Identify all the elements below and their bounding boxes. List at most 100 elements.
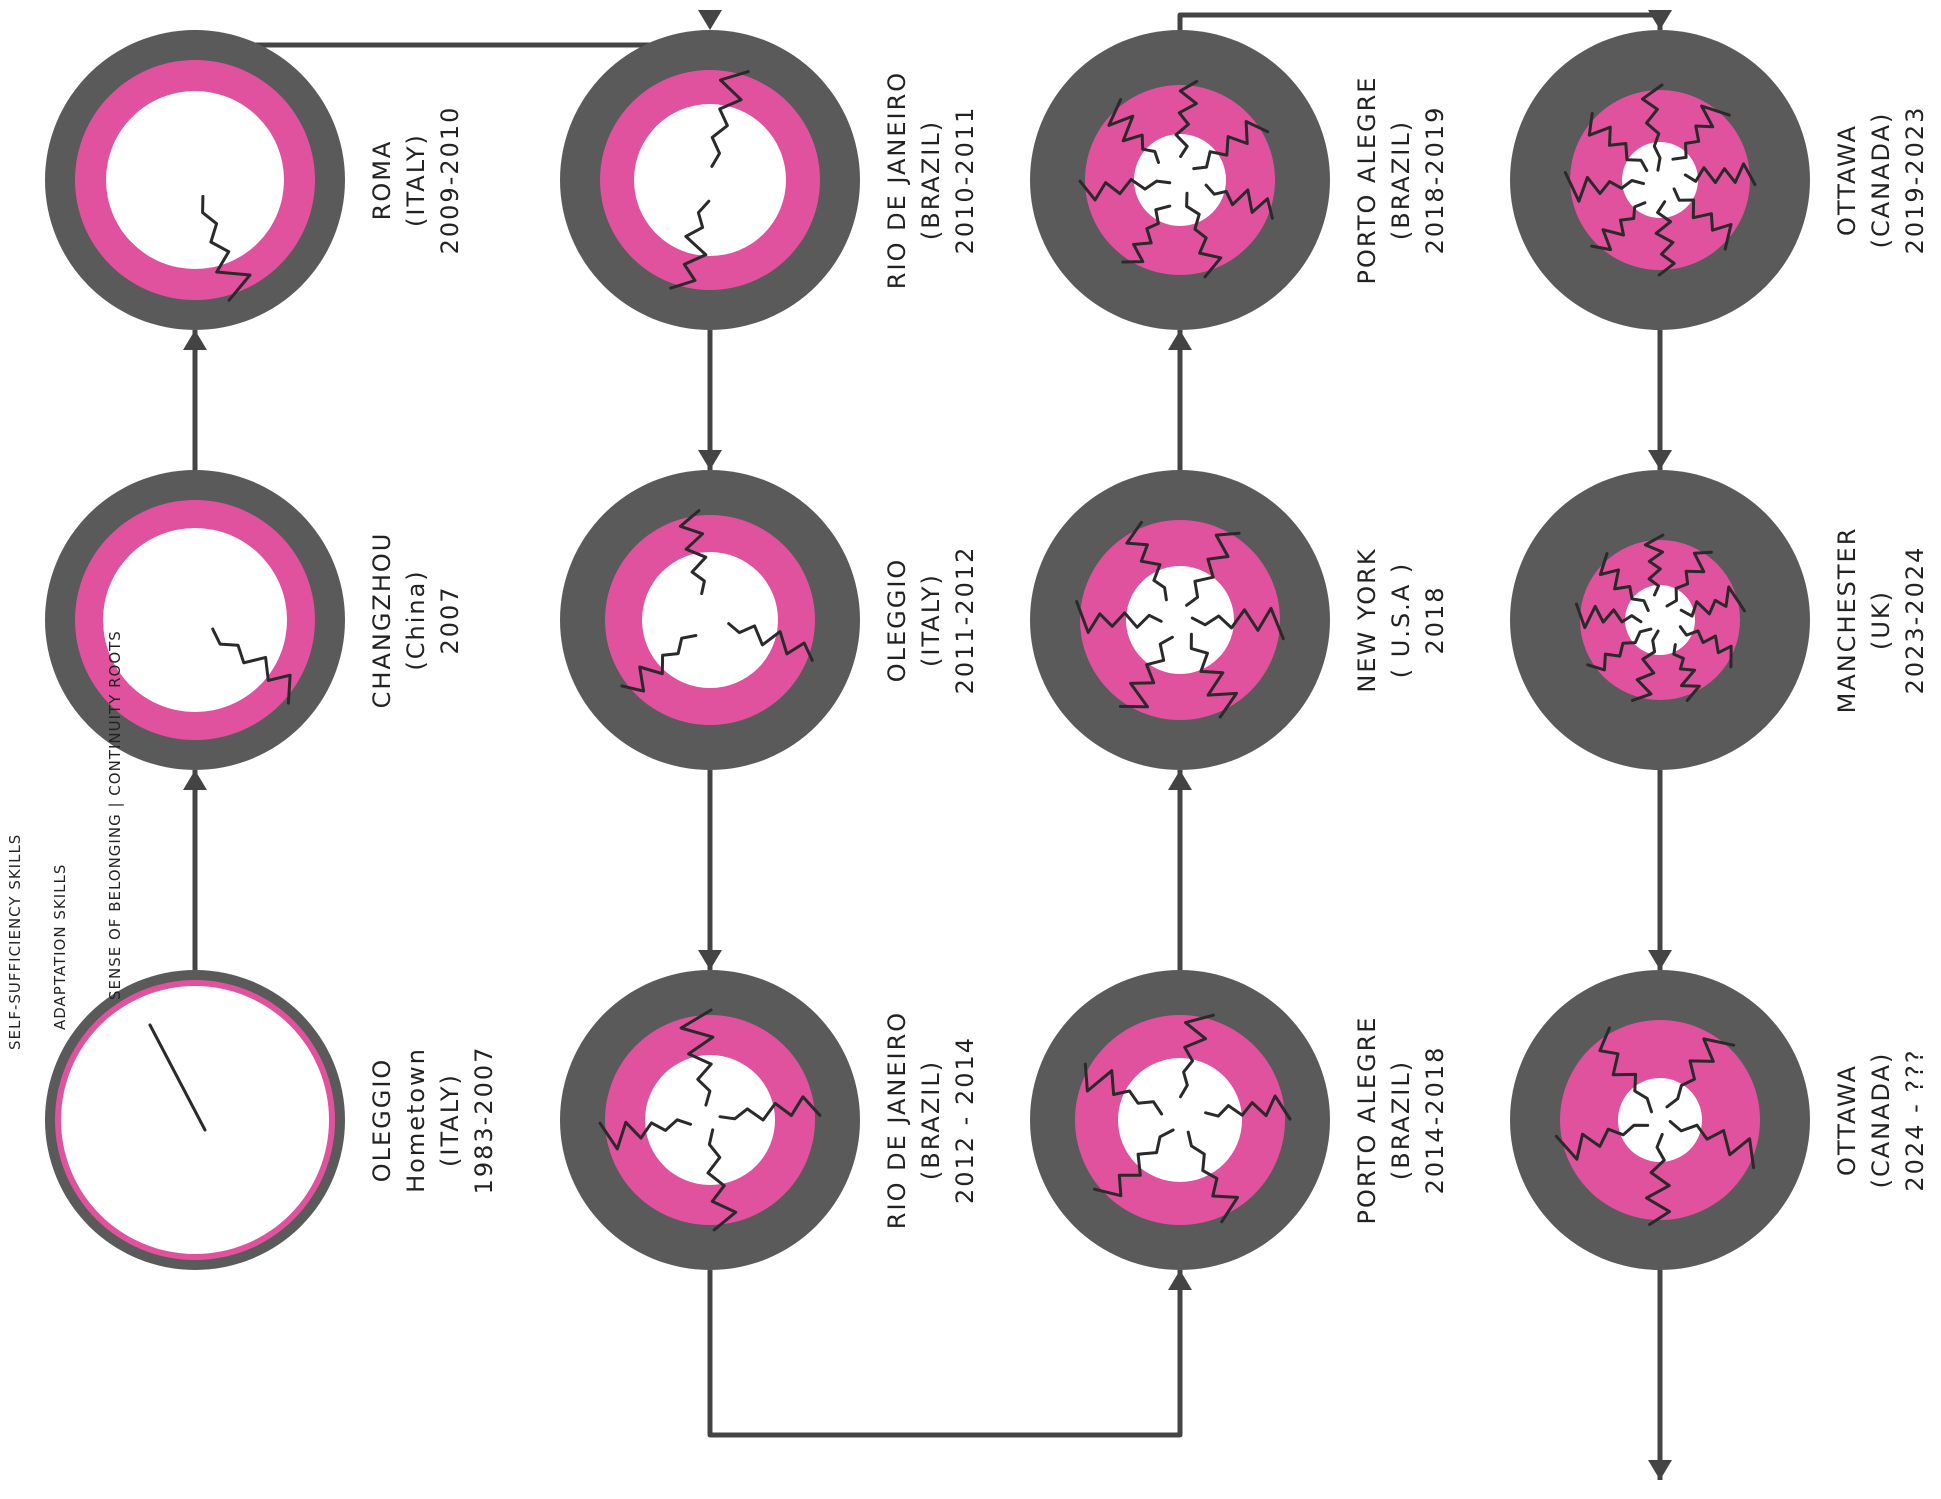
city-name: NEW YORK <box>1353 547 1381 692</box>
crack-line <box>1630 629 1660 702</box>
city-name: PORTO ALEGRE <box>1353 1016 1381 1225</box>
stage-node-1 <box>45 970 345 1270</box>
crack-line <box>1204 183 1274 220</box>
flow-arrows <box>183 10 1672 1480</box>
legend-self-sufficiency: SELF-SUFFICIENCY SKILLS <box>6 834 24 1050</box>
crack-line <box>1174 79 1199 158</box>
crack-line <box>1590 201 1647 252</box>
stage-label-5: OLEGGIO(ITALY)2011-2012 <box>883 546 979 695</box>
crack-line <box>211 627 292 705</box>
stage-label-7: PORTO ALEGRE(BRAZIL)2014-2018 <box>1353 1016 1449 1225</box>
crack-line <box>1665 550 1713 608</box>
country: (UK) <box>1867 590 1895 650</box>
stage-node-3 <box>45 30 345 330</box>
stage-nodes <box>45 30 1810 1270</box>
country: (BRAZIL) <box>1387 1060 1415 1180</box>
crack-line <box>1668 1120 1756 1170</box>
crack-line <box>1118 635 1174 709</box>
stage-node-4 <box>560 30 860 330</box>
stage-label-9: PORTO ALEGRE(BRAZIL)2018-2019 <box>1353 76 1449 285</box>
arrow-3-4 <box>192 30 713 48</box>
crack-line <box>706 1128 738 1232</box>
crack-line <box>1598 552 1650 612</box>
city-name: OTTAWA <box>1833 1064 1861 1176</box>
years: 2007 <box>436 585 464 654</box>
city-name: RIO DE JANEIRO <box>883 1011 911 1229</box>
crack-line <box>1185 191 1223 279</box>
crack-line <box>1598 1026 1653 1114</box>
country: (CANADA) <box>1867 112 1895 249</box>
crack-line <box>1093 1128 1175 1198</box>
crack-line <box>620 634 698 693</box>
stage-node-9 <box>1030 30 1330 330</box>
core <box>1126 566 1234 674</box>
years: 2012 - 2014 <box>951 1036 979 1204</box>
crack-line <box>669 199 711 290</box>
stage-label-6: RIO DE JANEIRO(BRAZIL)2012 - 2014 <box>883 1011 979 1229</box>
years: 2009-2010 <box>436 106 464 255</box>
stage-label-3: ROMA(ITALY)2009-2010 <box>368 106 464 255</box>
core <box>1625 585 1695 655</box>
country: (ITALY) <box>917 573 945 667</box>
crack-line <box>718 1095 822 1122</box>
arrow-3-4-head <box>698 10 722 30</box>
stage-node-8 <box>1030 470 1330 770</box>
arrow-1-2-head <box>183 770 207 790</box>
core <box>103 528 287 712</box>
crack-line <box>1645 1132 1671 1226</box>
crack-line <box>1179 1013 1215 1099</box>
crack-line <box>1643 533 1665 597</box>
stage-node-11 <box>1510 470 1810 770</box>
crack-line <box>1665 1037 1736 1109</box>
crack-line <box>1683 162 1757 186</box>
crack-line <box>679 1008 715 1107</box>
crack-line <box>1192 120 1270 171</box>
arrow-8-9-head <box>1168 330 1192 350</box>
crack-line <box>678 509 708 596</box>
crack-line <box>1189 632 1238 719</box>
core <box>634 104 786 256</box>
arrow-continue-head <box>1648 1460 1672 1480</box>
stage-node-2 <box>45 470 345 770</box>
stage-label-4: RIO DE JANEIRO(BRAZIL)2010-2011 <box>883 71 979 289</box>
crack-line <box>1672 643 1701 702</box>
years: 2010-2011 <box>951 106 979 255</box>
years: 2024 - ??? <box>1901 1048 1929 1191</box>
crack-line <box>1190 606 1285 641</box>
city-name: CHANGZHOU <box>368 532 396 709</box>
stage-node-12 <box>1510 970 1810 1270</box>
stage-label-10: OTTAWA(CANADA)2019-2023 <box>1833 106 1929 255</box>
crack-line <box>1641 83 1664 172</box>
crack-line <box>1554 1123 1650 1161</box>
country: (BRAZIL) <box>917 120 945 240</box>
arrow-9-10 <box>1177 12 1663 30</box>
crack-line <box>1575 602 1643 630</box>
crack-line <box>1075 600 1163 634</box>
arrow-7-8-head <box>1168 770 1192 790</box>
crack-line <box>1186 1130 1239 1224</box>
core <box>1618 1078 1702 1162</box>
years: 2018 <box>1421 585 1449 654</box>
crack-line <box>1125 520 1168 602</box>
crack-line <box>1586 627 1653 672</box>
country: (ITALY) <box>402 133 430 227</box>
stage-label-8: NEW YORK( U.S.A )2018 <box>1353 547 1449 692</box>
years: 2019-2023 <box>1901 106 1929 255</box>
crack-line <box>598 1118 693 1151</box>
stage-label-2: CHANGZHOU(China)2007 <box>368 532 464 709</box>
arrow-10-11-head <box>1648 450 1672 470</box>
years: 2023-2024 <box>1901 546 1929 695</box>
crack-line <box>1678 625 1733 669</box>
crack-line <box>1671 104 1731 161</box>
crack-line <box>1083 1062 1164 1116</box>
crack-line <box>710 70 750 168</box>
country: (CANADA) <box>1867 1052 1895 1189</box>
core <box>645 1055 775 1185</box>
arrow-2-3-head <box>183 330 207 350</box>
arrow-11-12-head <box>1648 950 1672 970</box>
arrow-4-5-head <box>698 450 722 470</box>
crack-line <box>727 622 814 662</box>
